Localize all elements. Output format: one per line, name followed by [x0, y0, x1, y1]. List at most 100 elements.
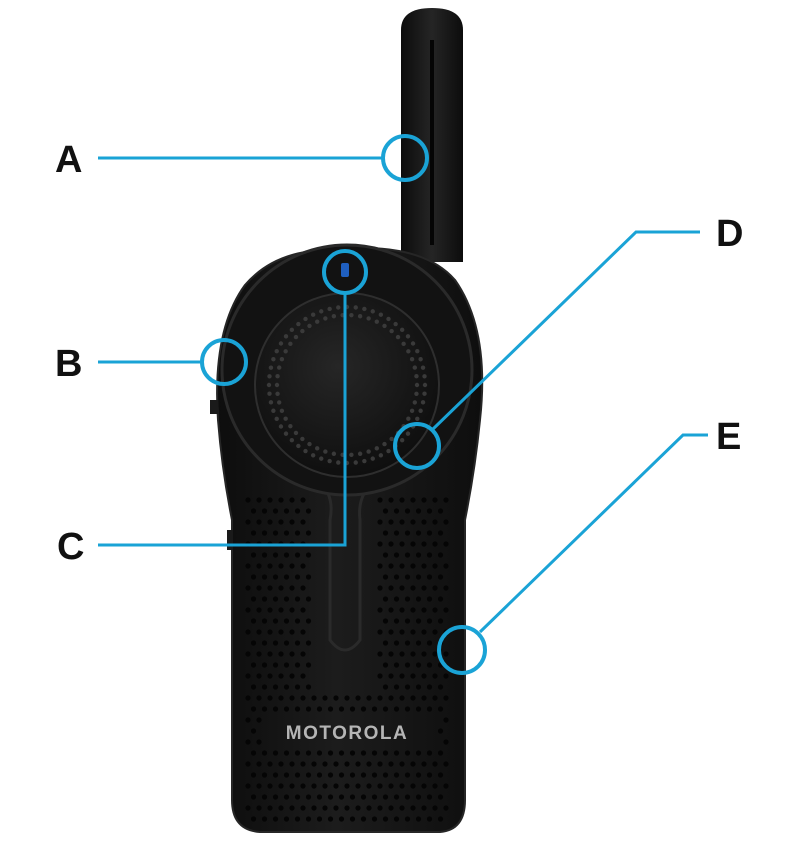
grille-hole — [393, 552, 400, 558]
grille-hole — [294, 816, 301, 822]
grille-hole — [322, 695, 328, 701]
grille-hole — [338, 794, 345, 800]
grille-hole — [316, 816, 323, 822]
dial-dot — [370, 309, 375, 314]
grille-hole — [327, 706, 334, 712]
grille-hole — [316, 706, 323, 712]
grille-hole — [399, 541, 405, 547]
dial-dot — [267, 374, 272, 379]
grille-hole — [267, 563, 273, 569]
grille-hole — [437, 552, 444, 558]
grille-hole — [426, 640, 433, 646]
dial-dot — [319, 456, 324, 461]
dial-dot — [366, 449, 371, 454]
grille-hole — [415, 706, 422, 712]
grille-hole — [426, 816, 433, 822]
grille-hole — [437, 816, 444, 822]
dial-dot — [357, 314, 363, 319]
grille-hole — [256, 673, 262, 679]
grille-hole — [250, 772, 257, 778]
grille-hole — [272, 750, 279, 756]
grille-hole — [349, 772, 356, 778]
dial-dot — [289, 437, 295, 443]
grille-hole — [294, 530, 301, 536]
grille-hole — [261, 750, 268, 756]
grille-hole — [393, 640, 400, 646]
grille-hole — [256, 629, 262, 635]
grille-hole — [300, 563, 306, 569]
dial-dot — [386, 448, 391, 454]
grille-hole — [377, 629, 383, 635]
dial-dot — [366, 316, 371, 321]
grille-hole — [393, 618, 400, 624]
dial-dot — [409, 408, 415, 413]
grille-hole — [415, 530, 422, 536]
dial-dot — [275, 391, 280, 396]
grille-hole — [399, 497, 405, 503]
dial-dot — [327, 306, 332, 312]
grille-hole — [404, 684, 411, 690]
grille-hole — [305, 640, 312, 646]
grille-hole — [432, 761, 438, 767]
dial-dot — [389, 436, 394, 442]
grille-hole — [294, 552, 301, 558]
grille-hole — [245, 607, 251, 613]
grille-hole — [283, 662, 290, 668]
grille-hole — [366, 783, 372, 789]
grille-hole — [278, 673, 284, 679]
grille-hole — [393, 706, 400, 712]
grille-hole — [283, 574, 290, 580]
dial-dot — [336, 460, 341, 465]
dial-dot — [274, 416, 279, 422]
grille-hole — [305, 662, 312, 668]
dial-dot — [303, 448, 308, 454]
grille-hole — [283, 684, 290, 690]
grille-hole — [437, 750, 444, 756]
grille-hole — [294, 574, 301, 580]
grille-hole — [443, 651, 449, 657]
grille-hole — [437, 684, 444, 690]
dial-dot — [349, 312, 354, 318]
grille-hole — [399, 519, 405, 525]
dial-dot — [374, 446, 380, 451]
grille-hole — [355, 761, 361, 767]
grille-hole — [432, 607, 438, 613]
grille-hole — [294, 684, 301, 690]
grille-hole — [294, 794, 301, 800]
dial-dot — [386, 316, 391, 322]
grille-hole — [256, 761, 262, 767]
grille-hole — [382, 530, 389, 536]
grille-hole — [316, 772, 323, 778]
grille-hole — [283, 772, 290, 778]
dial-dot — [288, 341, 293, 347]
grille-hole — [261, 618, 268, 624]
grille-hole — [272, 530, 279, 536]
grille-hole — [272, 662, 279, 668]
grille-hole — [245, 563, 251, 569]
grille-hole — [327, 816, 334, 822]
grille-hole — [278, 651, 284, 657]
dial-dot — [327, 458, 332, 464]
callout-label-e: E — [716, 416, 741, 458]
grille-hole — [426, 706, 433, 712]
grille-hole — [267, 607, 273, 613]
grille-hole — [245, 783, 251, 789]
grille-hole — [256, 783, 262, 789]
grille-hole — [399, 563, 405, 569]
grille-hole — [377, 783, 383, 789]
grille-hole — [382, 618, 389, 624]
grille-hole — [289, 761, 295, 767]
led-indicator — [341, 263, 349, 277]
callout-d: D — [393, 213, 743, 470]
dial-dot — [300, 328, 305, 334]
grille-hole — [333, 695, 339, 701]
dial-dot — [271, 408, 276, 413]
grille-hole — [410, 607, 416, 613]
antenna — [401, 8, 463, 262]
grille-hole — [305, 596, 312, 602]
grille-hole — [410, 563, 416, 569]
grille-hole — [349, 816, 356, 822]
grille-hole — [316, 750, 323, 756]
grille-hole — [250, 618, 257, 624]
grille-hole — [245, 673, 251, 679]
